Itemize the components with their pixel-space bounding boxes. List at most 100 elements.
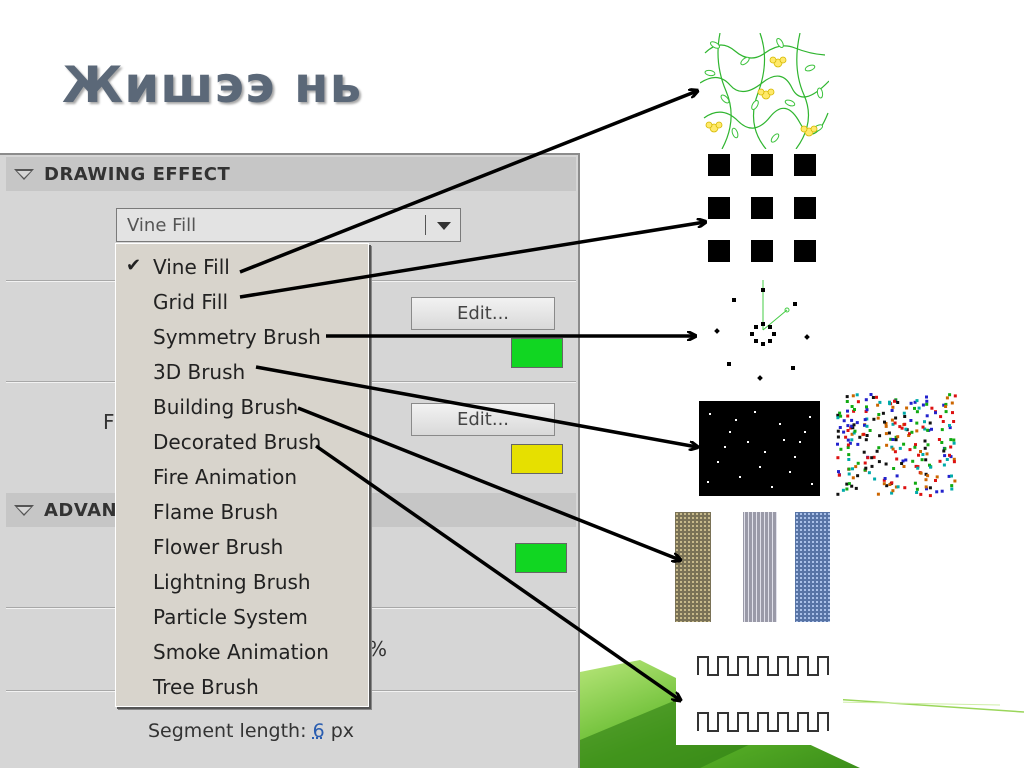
particle-dot (867, 471, 871, 475)
particle-dot (944, 405, 948, 408)
chevron-down-icon[interactable] (437, 222, 451, 230)
particle-dot (891, 422, 895, 426)
menu-item-tree-brush[interactable]: Tree Brush (116, 670, 366, 705)
particle-dot (842, 419, 846, 423)
particle-dot (846, 409, 849, 413)
particle-dot (854, 486, 858, 490)
percent-sign: % (368, 637, 388, 661)
menu-item-label: Flame Brush (153, 500, 279, 524)
particle-dot (846, 443, 850, 447)
segment-length-value[interactable]: 6 (312, 720, 325, 742)
particle-dot (908, 432, 911, 436)
edit-button-1[interactable]: Edit... (411, 297, 555, 330)
menu-item-building-brush[interactable]: Building Brush (116, 390, 366, 425)
particle-dot (850, 438, 854, 442)
menu-item-vine-fill[interactable]: ✔Vine Fill (116, 250, 366, 285)
menu-item-smoke-animation[interactable]: Smoke Animation (116, 635, 366, 670)
drawing-effect-header[interactable]: DRAWING EFFECT (6, 157, 576, 191)
particle-dot (942, 403, 946, 407)
menu-item-flame-brush[interactable]: Flame Brush (116, 495, 366, 530)
menu-item-fire-animation[interactable]: Fire Animation (116, 460, 366, 495)
particle-dot (875, 395, 878, 399)
particle-dot (885, 484, 889, 488)
menu-item-particle-system[interactable]: Particle System (116, 600, 366, 635)
collapse-triangle-icon[interactable] (14, 505, 34, 516)
particle-dot (901, 459, 905, 463)
particle-dot (856, 442, 860, 446)
particle-dot (865, 417, 869, 421)
particle-dot (924, 458, 928, 462)
menu-item-label: Building Brush (153, 395, 299, 419)
particle-dot (842, 430, 846, 434)
particle-dot (940, 441, 944, 444)
menu-item-label: Symmetry Brush (153, 325, 321, 349)
particle-dot (845, 482, 849, 486)
particle-dot (838, 426, 842, 429)
particle-dot (893, 450, 897, 454)
menu-item-label: Fire Animation (153, 465, 298, 489)
particle-dot (885, 443, 889, 447)
particle-dot (900, 426, 904, 430)
particle-dot (935, 490, 939, 494)
particle-dot (925, 395, 928, 399)
particle-dot (930, 406, 934, 410)
effect-select[interactable]: Vine Fill (116, 208, 461, 242)
color-swatch-green-1[interactable] (511, 338, 563, 368)
particle-dot (952, 438, 956, 442)
particle-dot (858, 435, 862, 439)
particle-dot (871, 396, 875, 399)
particle-dot (915, 410, 919, 414)
particle-dot (877, 446, 881, 450)
particle-dot (846, 429, 850, 432)
particle-dot (846, 414, 850, 418)
particle-dot (846, 446, 850, 449)
particle-dot (856, 461, 860, 465)
particle-dot (891, 489, 895, 493)
menu-item-lightning-brush[interactable]: Lightning Brush (116, 565, 366, 600)
particle-dot (890, 491, 894, 495)
menu-item-3d-brush[interactable]: 3D Brush (116, 355, 366, 390)
particle-dot (904, 458, 908, 462)
particle-dot (950, 474, 953, 478)
particle-dot (878, 400, 882, 404)
menu-item-symmetry-brush[interactable]: Symmetry Brush (116, 320, 366, 355)
particle-dot (878, 434, 882, 438)
particle-dot (919, 450, 922, 453)
color-swatch-green-2[interactable] (515, 543, 567, 573)
particle-dot (902, 411, 906, 415)
particle-dot (836, 492, 840, 496)
particle-dot (896, 401, 900, 404)
menu-item-flower-brush[interactable]: Flower Brush (116, 530, 366, 565)
vine-fill-sample (700, 33, 829, 149)
particle-dot (864, 438, 868, 442)
grid-fill-sample (706, 152, 818, 264)
particle-dot (950, 484, 954, 488)
collapse-triangle-icon[interactable] (14, 169, 34, 180)
particle-dot (851, 467, 854, 471)
menu-item-label: Lightning Brush (153, 570, 311, 594)
particle-dot (866, 456, 870, 460)
particle-dot (892, 467, 896, 470)
particle-dot (850, 418, 854, 422)
menu-item-decorated-brush[interactable]: Decorated Brush (116, 425, 366, 460)
particle-dot (877, 413, 881, 416)
particle-dot (850, 405, 854, 408)
particle-dot (914, 464, 918, 468)
particle-dot (877, 460, 881, 464)
particle-dot (902, 465, 906, 468)
particle-dot (849, 426, 853, 430)
segment-length-unit: px (330, 720, 355, 742)
particle-dot (915, 491, 919, 494)
menu-item-grid-fill[interactable]: Grid Fill (116, 285, 366, 320)
arrow-grid-fill (239, 222, 705, 299)
particle-dot (864, 398, 868, 402)
particle-dot (924, 478, 928, 482)
particle-dot (853, 429, 857, 433)
particle-dot (882, 478, 886, 482)
particle-dot (923, 420, 926, 424)
particle-dot (919, 471, 923, 475)
particle-dot (847, 467, 851, 471)
color-swatch-yellow[interactable] (511, 444, 563, 474)
particle-dot (893, 399, 896, 403)
particle-dot (948, 393, 952, 397)
